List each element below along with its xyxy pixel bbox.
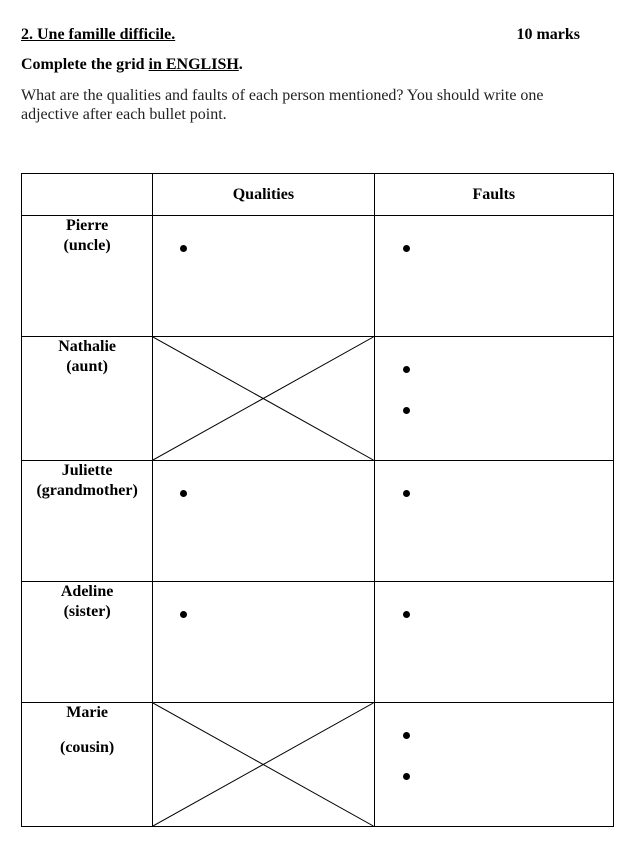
instruction-suffix: . [238, 56, 243, 73]
bullet-point [402, 490, 410, 497]
person-relation: (grandmother) [36, 482, 138, 499]
qualities-cell[interactable] [152, 460, 375, 582]
person-name: Pierre [65, 217, 109, 234]
person-cell: Marie (cousin) [20, 702, 154, 827]
person-relation: (sister) [63, 603, 111, 620]
person-name: Juliette [61, 462, 113, 479]
person-name: Marie [66, 704, 108, 721]
grid-row-nathalie: Nathalie (aunt) [20, 336, 615, 461]
instruction: Complete the grid in ENGLISH. [21, 56, 243, 74]
qualities-cell[interactable] [152, 215, 375, 337]
answer-grid: Qualities Faults Pierre (uncle) Nathalie… [20, 173, 615, 827]
grid-row-marie: Marie (cousin) [20, 702, 615, 827]
question-header: 2. Une famille difficile. 10 marks [21, 26, 580, 46]
bullet-point [180, 490, 188, 497]
question-text: What are the qualities and faults of eac… [21, 87, 544, 123]
person-relation: (cousin) [59, 739, 115, 756]
bullet-point [402, 611, 410, 618]
bullet-point [402, 407, 410, 414]
faults-cell[interactable] [373, 460, 615, 582]
bullet-point [402, 732, 410, 739]
person-relation: (aunt) [66, 358, 108, 375]
faults-cell[interactable] [373, 336, 615, 461]
faults-cell[interactable] [373, 702, 615, 827]
person-cell: Adeline (sister) [20, 581, 154, 703]
cross-out-mark [153, 703, 373, 826]
grid-row-pierre: Pierre (uncle) [20, 215, 615, 337]
bullet-point [180, 611, 188, 618]
faults-cell[interactable] [373, 215, 615, 337]
bullet-point [402, 773, 410, 780]
person-cell: Juliette (grandmother) [20, 460, 154, 582]
person-relation: (uncle) [63, 237, 111, 254]
marks-label: 10 marks [516, 26, 580, 43]
qualities-cell[interactable] [152, 581, 375, 703]
person-name: Adeline [60, 583, 114, 600]
faults-cell[interactable] [373, 581, 615, 703]
bullet-point [402, 245, 410, 252]
qualities-cell-crossed [152, 702, 375, 827]
qualities-cell-crossed [152, 336, 375, 461]
header-person [20, 173, 154, 216]
question-title: 2. Une famille difficile. [21, 26, 176, 43]
bullet-point [180, 245, 188, 252]
bullet-point [402, 366, 410, 373]
instruction-emphasis: in ENGLISH [148, 56, 239, 73]
header-faults: Faults [373, 173, 615, 216]
grid-row-adeline: Adeline (sister) [20, 581, 615, 703]
grid-header-row: Qualities Faults [20, 173, 615, 216]
person-cell: Pierre (uncle) [20, 215, 154, 337]
grid-row-juliette: Juliette (grandmother) [20, 460, 615, 582]
cross-out-mark [153, 337, 373, 460]
person-name: Nathalie [58, 338, 116, 355]
header-qualities: Qualities [152, 173, 375, 216]
person-cell: Nathalie (aunt) [20, 336, 154, 461]
instruction-prefix: Complete the grid [21, 56, 149, 73]
